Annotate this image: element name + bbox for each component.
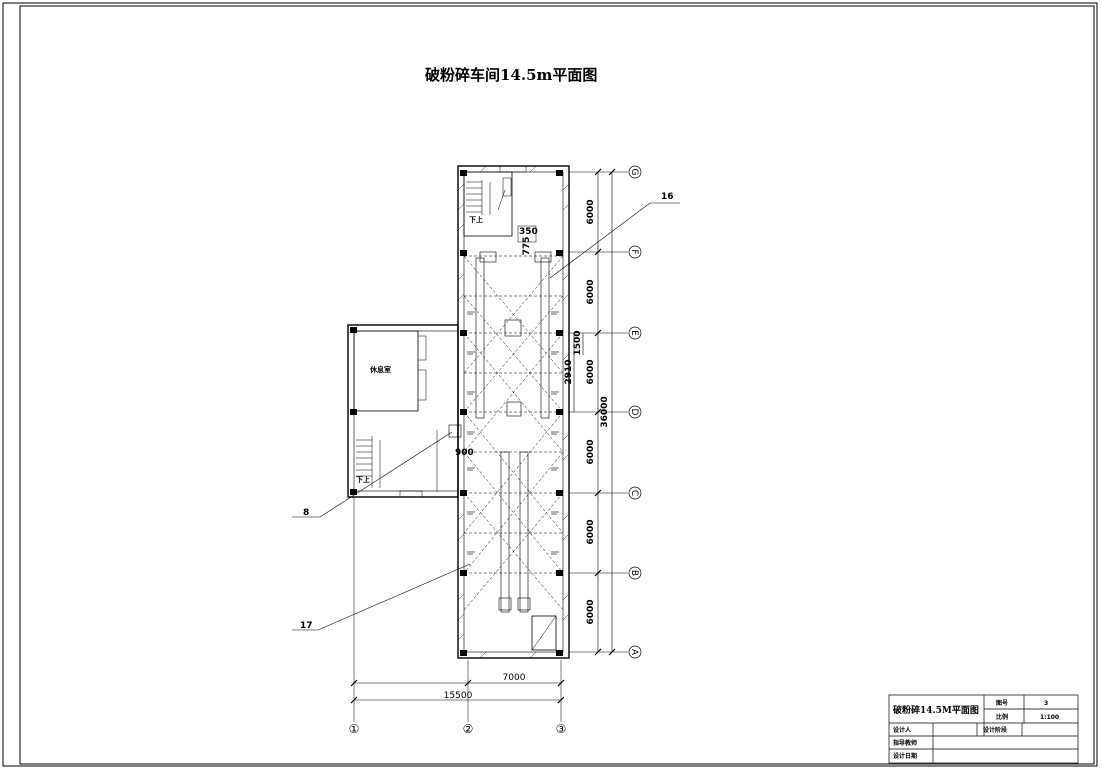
axis-bubble-E [628, 326, 642, 340]
axis-label-3: ③ [556, 722, 567, 736]
axis-bubble-labels-right: G F E D C B A [629, 169, 639, 656]
lounge-label: 休息室 [369, 365, 391, 374]
tb-advisor-label: 指导教师 [893, 739, 917, 747]
dim-7000: 7000 [503, 673, 526, 683]
dim-bay-5: 6000 [586, 519, 596, 544]
annex-window-bottom [399, 490, 423, 498]
axis-label-E: E [629, 330, 639, 336]
annex-fixture [448, 424, 462, 438]
columns [460, 170, 563, 656]
small-box-top [517, 225, 537, 243]
dim-bay-6: 6000 [586, 599, 596, 624]
axis-label-C: C [629, 490, 639, 496]
axis-label-G: G [629, 169, 639, 176]
axis-label-F: F [629, 249, 639, 254]
axis-bubble-G [628, 165, 642, 179]
tb-scale-label: 比例 [996, 713, 1008, 721]
callout-leaders [292, 202, 680, 631]
annex-columns [350, 327, 357, 495]
bottom-pit [531, 615, 557, 651]
tb-figure-no-value: 3 [1044, 700, 1048, 707]
callout-16-leader [549, 202, 680, 279]
axis-bubbles-right [628, 165, 642, 659]
tb-figure-no-label: 图号 [996, 699, 1008, 707]
bottom-pit-diag [531, 615, 557, 651]
vertical-dimension-texts: 6000 6000 6000 6000 6000 6000 36000 1500… [522, 199, 610, 624]
tb-scale-value: 1:100 [1040, 714, 1059, 721]
bottom-dimension-chain [350, 679, 565, 704]
top-stair-room [463, 171, 513, 237]
dim-775: 775 [522, 237, 532, 256]
equipment [475, 251, 552, 613]
main-building [457, 165, 570, 659]
callout-17: 17 [300, 621, 313, 631]
lounge-room [353, 330, 419, 412]
floor-openings-dashed [463, 255, 564, 611]
top-stair-door [502, 177, 512, 197]
lounge-door-2 [418, 369, 427, 401]
tb-date-label: 设计日期 [893, 752, 917, 760]
dim-bay-1: 6000 [586, 199, 596, 224]
axis-label-D: D [629, 409, 639, 416]
tb-stage-label: 设计阶段 [983, 726, 1007, 734]
axis-bubble-A [628, 645, 642, 659]
dim-350: 350 [519, 227, 538, 237]
lounge-door [418, 335, 427, 361]
main-inner-wall [463, 171, 564, 653]
dim-15500: 15500 [444, 691, 473, 701]
axis-bubble-C [628, 486, 642, 500]
stair-leader [497, 189, 506, 211]
callout-16: 16 [661, 192, 674, 202]
callout-17-leader [292, 563, 471, 631]
axis-bubble-D [628, 405, 642, 419]
dim-2910: 2910 [564, 359, 574, 384]
axis-bubble-F [628, 245, 642, 259]
tb-drawing-name: 破粉碎14.5M平面图 [893, 704, 979, 716]
axis-label-1: ① [349, 722, 360, 736]
wall-hatch [457, 165, 570, 659]
annex-stair-treads [356, 436, 381, 488]
callout-8: 8 [303, 508, 309, 518]
sheet-inner-border [19, 5, 1095, 765]
dim-total-height: 36000 [600, 396, 610, 427]
top-stair-treads [466, 180, 491, 215]
axis-label-A: A [629, 649, 639, 656]
annex-stair-label: 下上 [356, 475, 370, 484]
axis-bubble-B [628, 566, 642, 580]
callout-8-leader [292, 431, 453, 518]
dim-900: 900 [455, 448, 474, 458]
tb-designer-label: 设计人 [893, 726, 912, 734]
top-stair-label: 下上 [469, 215, 483, 224]
dim-bay-2: 6000 [586, 279, 596, 304]
dim-1500: 1500 [573, 330, 583, 355]
drawing-title: 破粉碎车间14.5m平面图 [425, 66, 597, 84]
equipment-tiny-labels [467, 311, 559, 555]
annex-building [347, 324, 462, 498]
axis-label-2: ② [463, 722, 474, 736]
dim-bay-4: 6000 [586, 439, 596, 464]
vertical-dimension-chain [573, 168, 616, 656]
axis-labels-bottom: ① ② ③ [349, 722, 567, 736]
top-window [499, 165, 527, 173]
axis-label-B: B [629, 570, 639, 576]
title-block [888, 694, 1079, 764]
dim-bay-3: 6000 [586, 359, 596, 384]
